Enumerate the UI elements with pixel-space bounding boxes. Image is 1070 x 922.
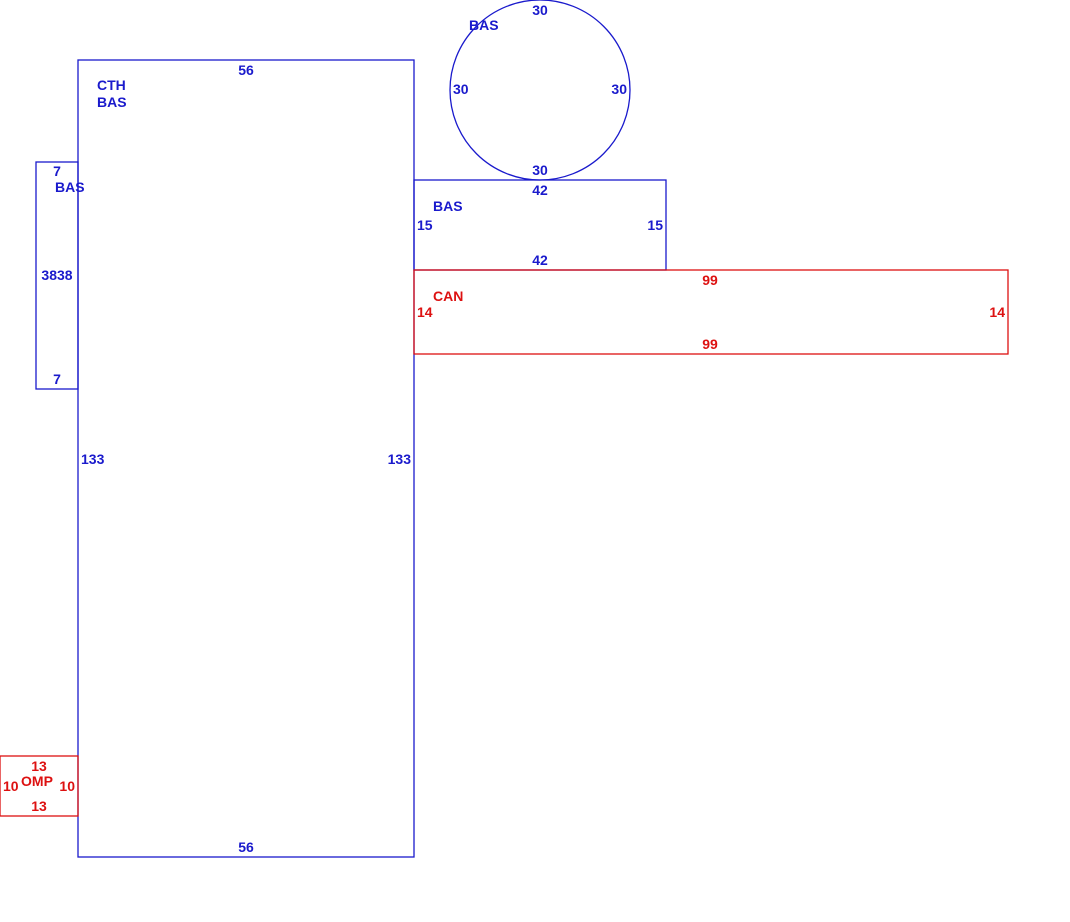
left-strip-bottom-dim: 7 [53,371,61,387]
omp-rect-top-dim: 13 [31,758,47,774]
circle-top-dim: 30 [532,2,548,18]
circle-left-dim: 30 [453,81,469,97]
omp-rect-bottom-dim: 13 [31,798,47,814]
circle-label: BAS [469,17,499,33]
can-rect-bottom-dim: 99 [702,336,718,352]
left-strip-side-dims: 3838 [41,267,72,283]
circle-bottom-dim: 30 [532,162,548,178]
upper-rect-left-dim: 15 [417,217,433,233]
can-rect [413,269,1009,355]
omp-rect-left-dim: 10 [3,778,19,794]
left-strip-top-dim: 7 [53,163,61,179]
circle-right-dim: 30 [611,81,627,97]
omp-rect-label: OMP [21,773,53,789]
can-rect-left-dim: 14 [417,304,433,320]
left-strip-label: BAS [55,179,85,195]
can-rect-right-dim: 14 [989,304,1005,320]
main-rect-right-dim: 133 [388,451,412,467]
upper-rect-bottom-dim: 42 [532,252,548,268]
main-rect-left-dim: 133 [81,451,105,467]
upper-rect-label: BAS [433,198,463,214]
main-rect-label-2: BAS [97,94,127,110]
upper-rect-top-dim: 42 [532,182,548,198]
upper-rect-right-dim: 15 [647,217,663,233]
main-rect-bottom-dim: 56 [238,839,254,855]
omp-rect-right-dim: 10 [59,778,75,794]
main-rect-top-dim: 56 [238,62,254,78]
main-rect [77,59,415,858]
omp-rect [0,755,79,817]
main-rect-label-1: CTH [97,77,126,93]
can-rect-top-dim: 99 [702,272,718,288]
can-rect-label: CAN [433,288,463,304]
left-strip-rect [35,161,79,390]
